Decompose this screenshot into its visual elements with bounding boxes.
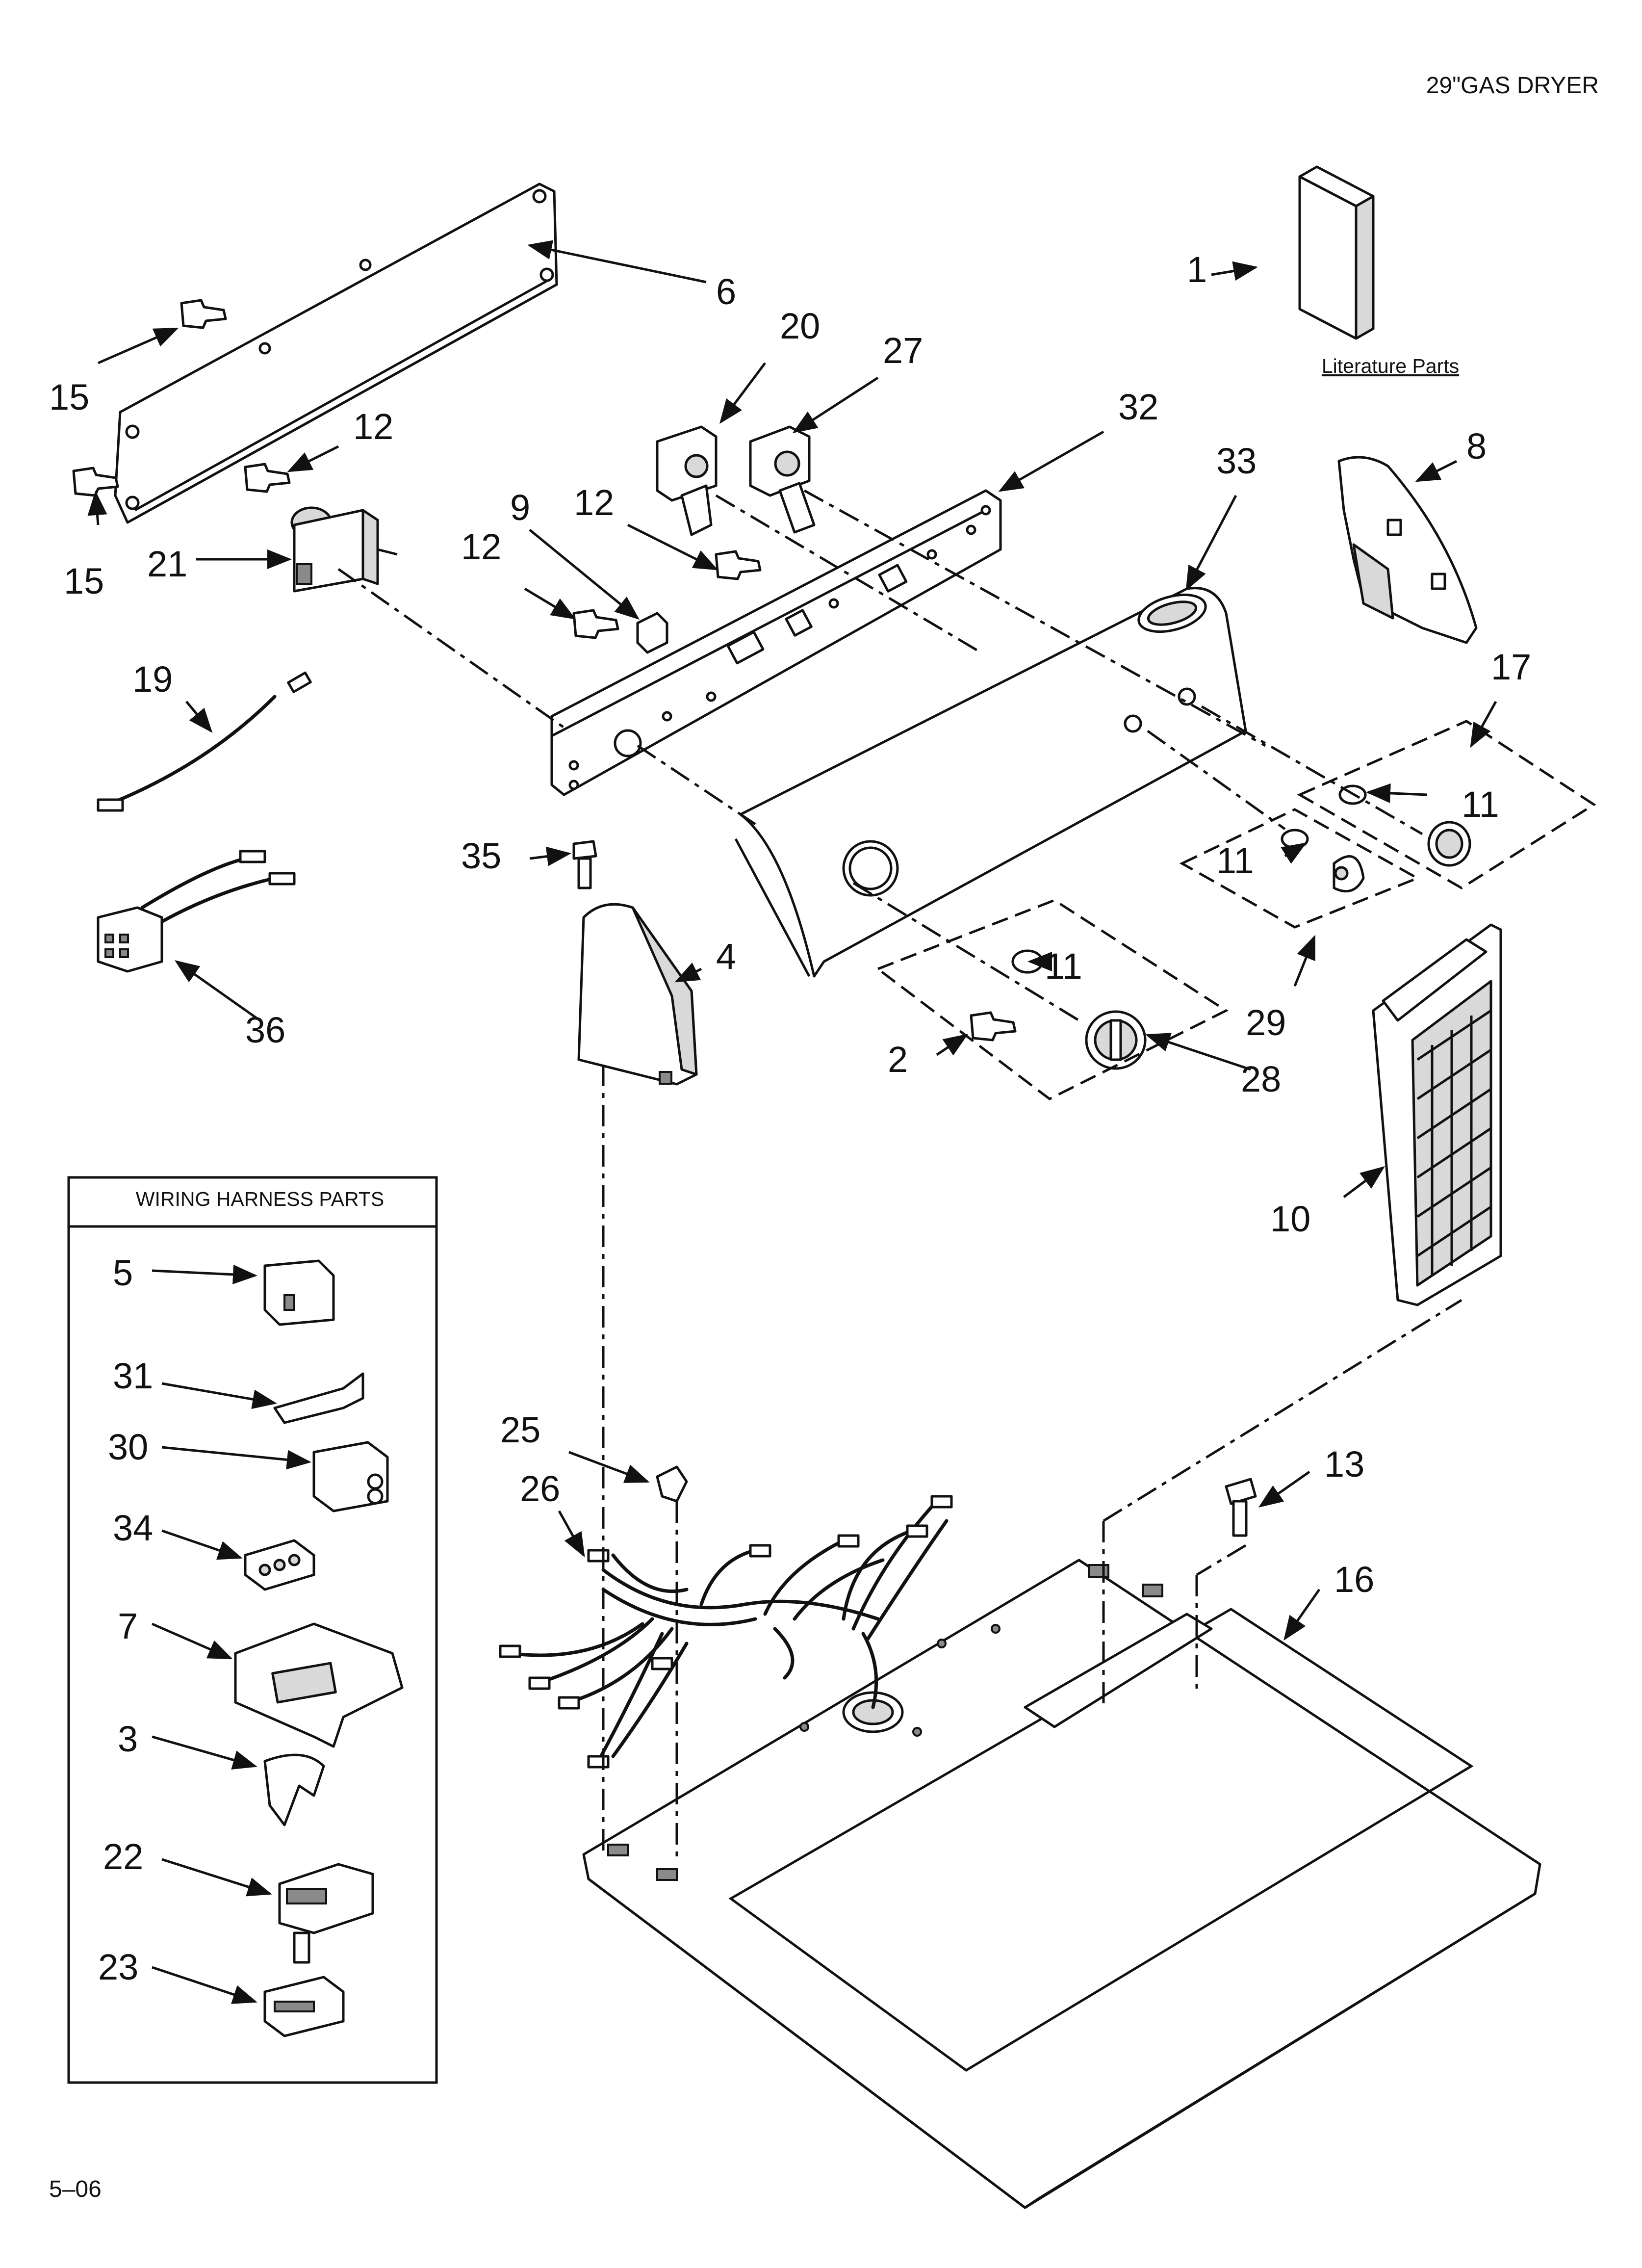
screw-12-left — [244, 463, 291, 493]
callout-9: 9 — [510, 487, 530, 528]
connector-23 — [263, 1976, 345, 2037]
kit-box-28 — [875, 899, 1229, 1100]
connector-22 — [278, 1863, 374, 1964]
connector-34 — [244, 1539, 315, 1591]
callout-10: 10 — [1270, 1199, 1310, 1239]
callout-15-top: 15 — [49, 377, 89, 417]
screw-35 — [572, 840, 597, 889]
screw-13 — [1225, 1478, 1257, 1537]
switch-27 — [749, 425, 816, 534]
callout-31: 31 — [113, 1356, 153, 1396]
callout-11-lower: 11 — [1045, 946, 1082, 987]
callout-6: 6 — [716, 271, 736, 312]
diagram-title: 29"GAS DRYER — [1426, 73, 1599, 99]
control-bracket-32 — [550, 489, 1002, 796]
callout-35: 35 — [461, 835, 501, 876]
knob-29 — [1333, 855, 1365, 893]
wiring-harness-title: WIRING HARNESS PARTS — [136, 1188, 385, 1210]
connector-30 — [312, 1441, 389, 1512]
wiring-harness-box — [67, 1176, 438, 2084]
callout-4: 4 — [716, 936, 736, 977]
callout-11-middle: 11 — [1216, 840, 1254, 881]
callout-28: 28 — [1241, 1059, 1281, 1099]
connector-block-7 — [234, 1622, 404, 1748]
bracket-9 — [636, 612, 668, 654]
end-cap-8 — [1337, 456, 1478, 644]
callout-19: 19 — [132, 659, 173, 700]
rear-panel — [114, 182, 558, 524]
screw-2 — [970, 1011, 1017, 1042]
knob-28 — [1085, 1010, 1147, 1070]
screw-15-bottom — [72, 467, 119, 497]
page-number: 5–06 — [49, 2176, 102, 2202]
literature-parts-book — [1298, 165, 1375, 340]
callout-21: 21 — [147, 544, 187, 584]
callout-15-bottom: 15 — [64, 561, 104, 601]
callout-11-right: 11 — [1462, 784, 1499, 825]
lint-screen-10 — [1372, 923, 1502, 1306]
callout-2: 2 — [888, 1039, 908, 1080]
screw-12-mid — [572, 609, 619, 639]
knob-17 — [1427, 821, 1471, 867]
screw-12-right — [715, 550, 762, 580]
callout-3: 3 — [118, 1719, 138, 1759]
kit-box-29 — [1179, 808, 1420, 929]
callout-16: 16 — [1334, 1559, 1374, 1600]
callout-27: 27 — [883, 330, 923, 371]
clip-25 — [656, 1465, 688, 1503]
callout-23: 23 — [98, 1947, 138, 1987]
wire-19 — [97, 671, 312, 812]
literature-parts-caption: Literature Parts — [1322, 355, 1459, 377]
top-panel-16 — [582, 1559, 1541, 2210]
harness-36 — [97, 850, 296, 973]
callout-22: 22 — [103, 1836, 143, 1877]
clip-3 — [263, 1753, 325, 1826]
terminal-31 — [273, 1372, 364, 1424]
callout-12-mid: 12 — [574, 482, 614, 523]
callout-17: 17 — [1491, 647, 1531, 687]
callout-13: 13 — [1324, 1444, 1364, 1485]
callout-26: 26 — [520, 1468, 560, 1509]
callout-32: 32 — [1118, 387, 1158, 427]
screw-15-top — [180, 299, 227, 329]
timer-21 — [290, 506, 398, 593]
callout-7: 7 — [118, 1606, 138, 1646]
callout-25: 25 — [500, 1409, 540, 1450]
kit-box-17 — [1297, 720, 1596, 889]
connector-5 — [263, 1259, 335, 1326]
callout-36: 36 — [245, 1010, 285, 1050]
callout-12-left: 12 — [461, 526, 501, 567]
callout-1: 1 — [1187, 249, 1207, 290]
callout-8: 8 — [1466, 426, 1487, 467]
callout-12-top: 12 — [353, 406, 393, 447]
end-cap-4 — [577, 903, 698, 1086]
switch-20 — [656, 425, 718, 536]
callout-5: 5 — [113, 1252, 133, 1293]
callout-33: 33 — [1216, 441, 1257, 481]
callout-30: 30 — [108, 1427, 148, 1467]
callout-20: 20 — [780, 306, 820, 346]
callout-29: 29 — [1246, 1002, 1286, 1043]
console-33 — [734, 587, 1247, 978]
callout-34: 34 — [113, 1508, 153, 1548]
